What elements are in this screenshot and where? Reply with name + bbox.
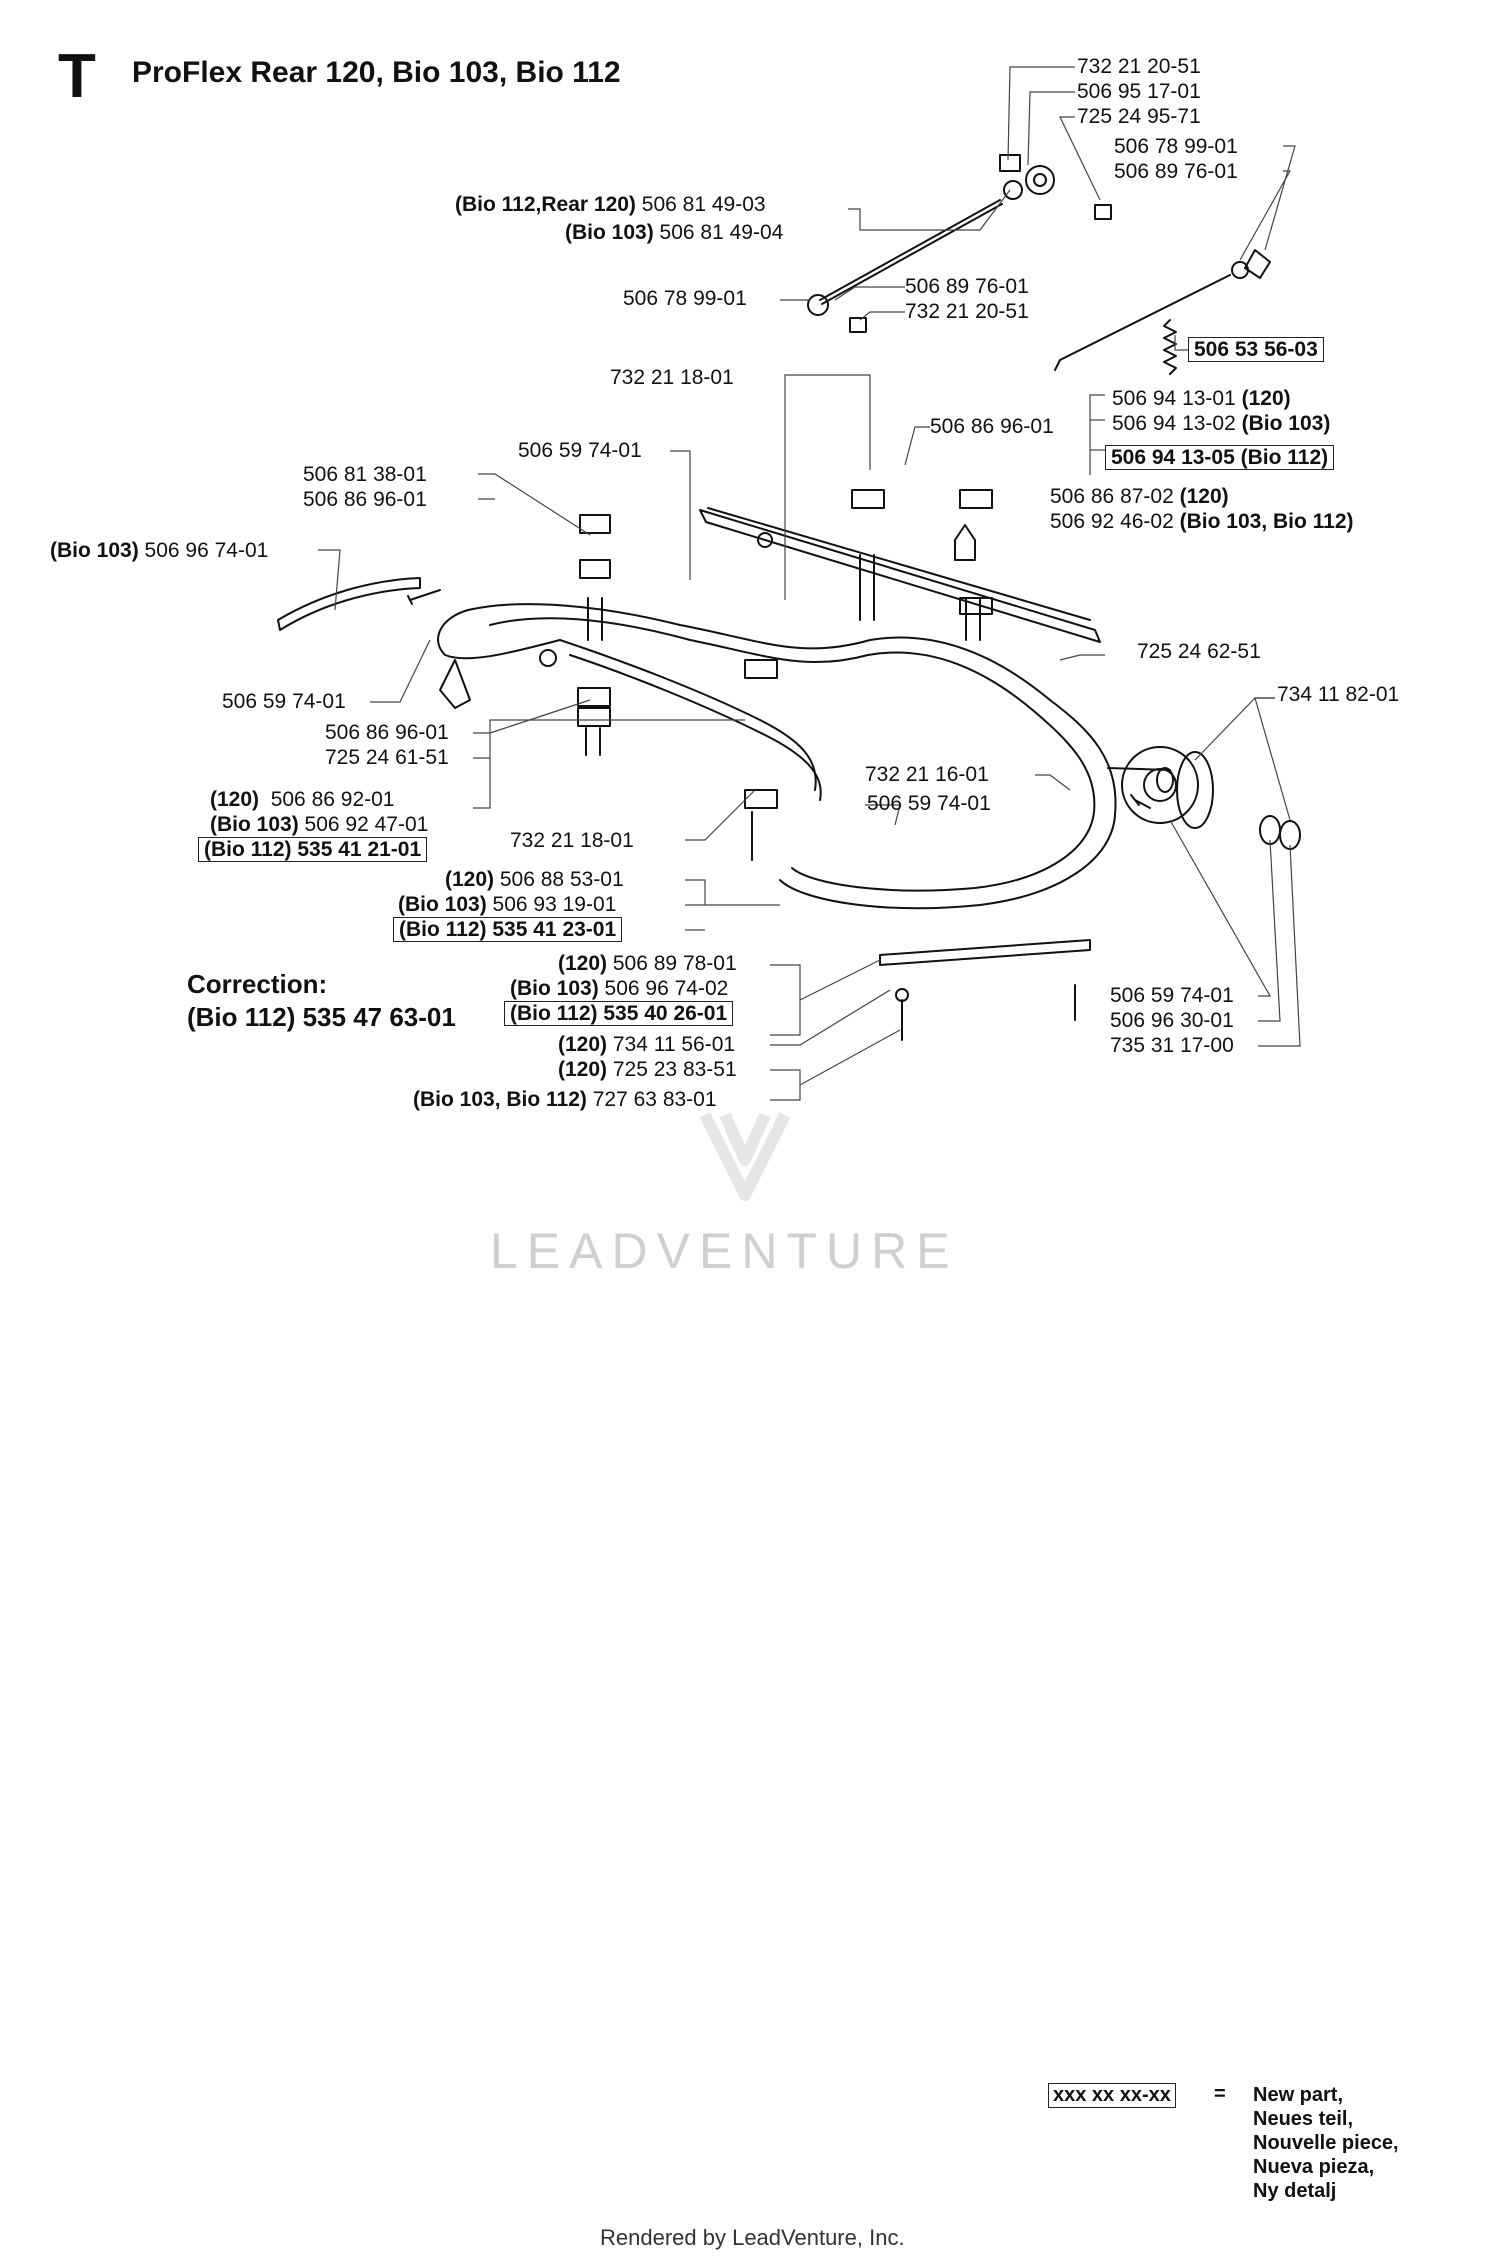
part-label-n2: (Bio 103) 506 93 19-01 (398, 893, 617, 916)
part-label-o3: (Bio 112) 535 40 26-01 (504, 1001, 734, 1026)
upper-lever (707, 507, 1091, 621)
wheel (1107, 746, 1301, 850)
part-label-e3: 506 94 13-05 (Bio 112) (1105, 445, 1335, 470)
part-label-k1: 506 59 74-01 (222, 690, 346, 713)
legend-meaning-en: New part, (1253, 2084, 1344, 2106)
rear-frame-inner (489, 617, 1096, 892)
part-label-h2: 506 92 46-02 (Bio 103, Bio 112) (1050, 510, 1354, 533)
watermark-logo (699, 1112, 791, 1201)
adjust-rod (819, 199, 1001, 301)
rear-frame-outer (467, 603, 1117, 910)
right-rod (1054, 274, 1231, 371)
part-label-g1: 506 81 38-01 (303, 463, 427, 486)
spring (1163, 319, 1177, 375)
part-label-l1: (120) 506 86 92-01 (210, 788, 395, 811)
bolt-stack-center (744, 489, 885, 861)
legend-sample-box: xxx xx xx-xx (1048, 2083, 1176, 2108)
left-strap (277, 577, 421, 631)
legend-meaning-es: Nueva pieza, (1253, 2156, 1375, 2178)
bottom-strap (879, 939, 1091, 966)
watermark-text: LEADVENTURE (490, 1223, 959, 1279)
part-label-o5: (120) 725 23 83-51 (558, 1058, 737, 1081)
legend-equals: = (1214, 2083, 1226, 2105)
part-label-b2: (Bio 103) 506 81 49-04 (565, 221, 784, 244)
legend-meaning-sv: Ny detalj (1253, 2180, 1337, 2202)
bolt-stack-left (577, 514, 611, 756)
legend-meanings: New part, Neues teil, Nouvelle piece, Nu… (1253, 2083, 1399, 2203)
part-label-o1: (120) 506 89 78-01 (558, 952, 737, 975)
part-label-k3: 725 24 61-51 (325, 746, 449, 769)
part-label-a4: 506 78 99-01 (1114, 135, 1238, 158)
part-label-j1: 725 24 62-51 (1137, 640, 1261, 663)
part-label-f2: 506 59 74-01 (518, 439, 642, 462)
part-label-m2: 506 59 74-01 (867, 792, 991, 815)
section-letter: T (58, 42, 96, 111)
part-label-l2: (Bio 103) 506 92 47-01 (210, 813, 429, 836)
frame-left-arm (437, 609, 561, 660)
part-label-a5: 506 89 76-01 (1114, 160, 1238, 183)
part-label-g2: 506 86 96-01 (303, 488, 427, 511)
part-label-n3: (Bio 112) 535 41 23-01 (393, 917, 623, 942)
cross-tube (559, 639, 817, 791)
frame-left-bracket (439, 659, 471, 709)
part-label-o6: (Bio 103, Bio 112) 727 63 83-01 (413, 1088, 717, 1111)
legend-meaning-de: Neues teil, (1253, 2108, 1354, 2130)
legend-meaning-fr: Nouvelle piece, (1253, 2132, 1399, 2154)
part-label-b1: (Bio 112,Rear 120) 506 81 49-03 (455, 193, 766, 216)
part-label-f1: 506 86 96-01 (930, 415, 1054, 438)
part-label-c2: 506 78 99-01 (623, 287, 747, 310)
part-label-o4: (120) 734 11 56-01 (558, 1033, 736, 1056)
correction-title: Correction: (187, 969, 328, 999)
part-label-h1: 506 86 87-02 (120) (1050, 485, 1229, 508)
render-credit: Rendered by LeadVenture, Inc. (600, 2225, 905, 2250)
part-label-n1: (120) 506 88 53-01 (445, 868, 624, 891)
page-title: ProFlex Rear 120, Bio 103, Bio 112 (132, 56, 621, 89)
bolt-stack-right (959, 489, 993, 641)
part-label-l3: (Bio 112) 535 41 21-01 (198, 837, 428, 862)
part-label-p2: 506 96 30-01 (1110, 1009, 1234, 1032)
part-label-e2: 506 94 13-02 (Bio 103) (1112, 412, 1331, 435)
part-label-d2: 732 21 18-01 (610, 366, 734, 389)
part-label-m1: 732 21 16-01 (865, 763, 989, 786)
part-label-p3: 735 31 17-00 (1110, 1034, 1234, 1057)
part-label-a3: 725 24 95-71 (1077, 105, 1201, 128)
correction-part: (Bio 112) 535 47 63-01 (187, 1002, 456, 1032)
part-label-e1: 506 94 13-01 (120) (1112, 387, 1291, 410)
part-label-j2: 734 11 82-01 (1277, 683, 1400, 706)
part-label-a1: 732 21 20-51 (1077, 55, 1201, 78)
part-label-c3: 732 21 20-51 (905, 300, 1029, 323)
part-label-a2: 506 95 17-01 (1077, 80, 1201, 103)
part-label-k2: 506 86 96-01 (325, 721, 449, 744)
part-label-p1: 506 59 74-01 (1110, 984, 1234, 1007)
bracket-bolt-left (407, 589, 441, 605)
part-label-o2: (Bio 103) 506 96 74-02 (510, 977, 729, 1000)
front-bar (699, 509, 1101, 643)
part-label-d1: 506 53 56-03 (1188, 337, 1324, 362)
part-label-c1: 506 89 76-01 (905, 275, 1029, 298)
correction-note: Correction: (Bio 112) 535 47 63-01 (187, 968, 456, 1034)
part-label-m3: 732 21 18-01 (510, 829, 634, 852)
part-label-i1: (Bio 103) 506 96 74-01 (50, 539, 269, 562)
